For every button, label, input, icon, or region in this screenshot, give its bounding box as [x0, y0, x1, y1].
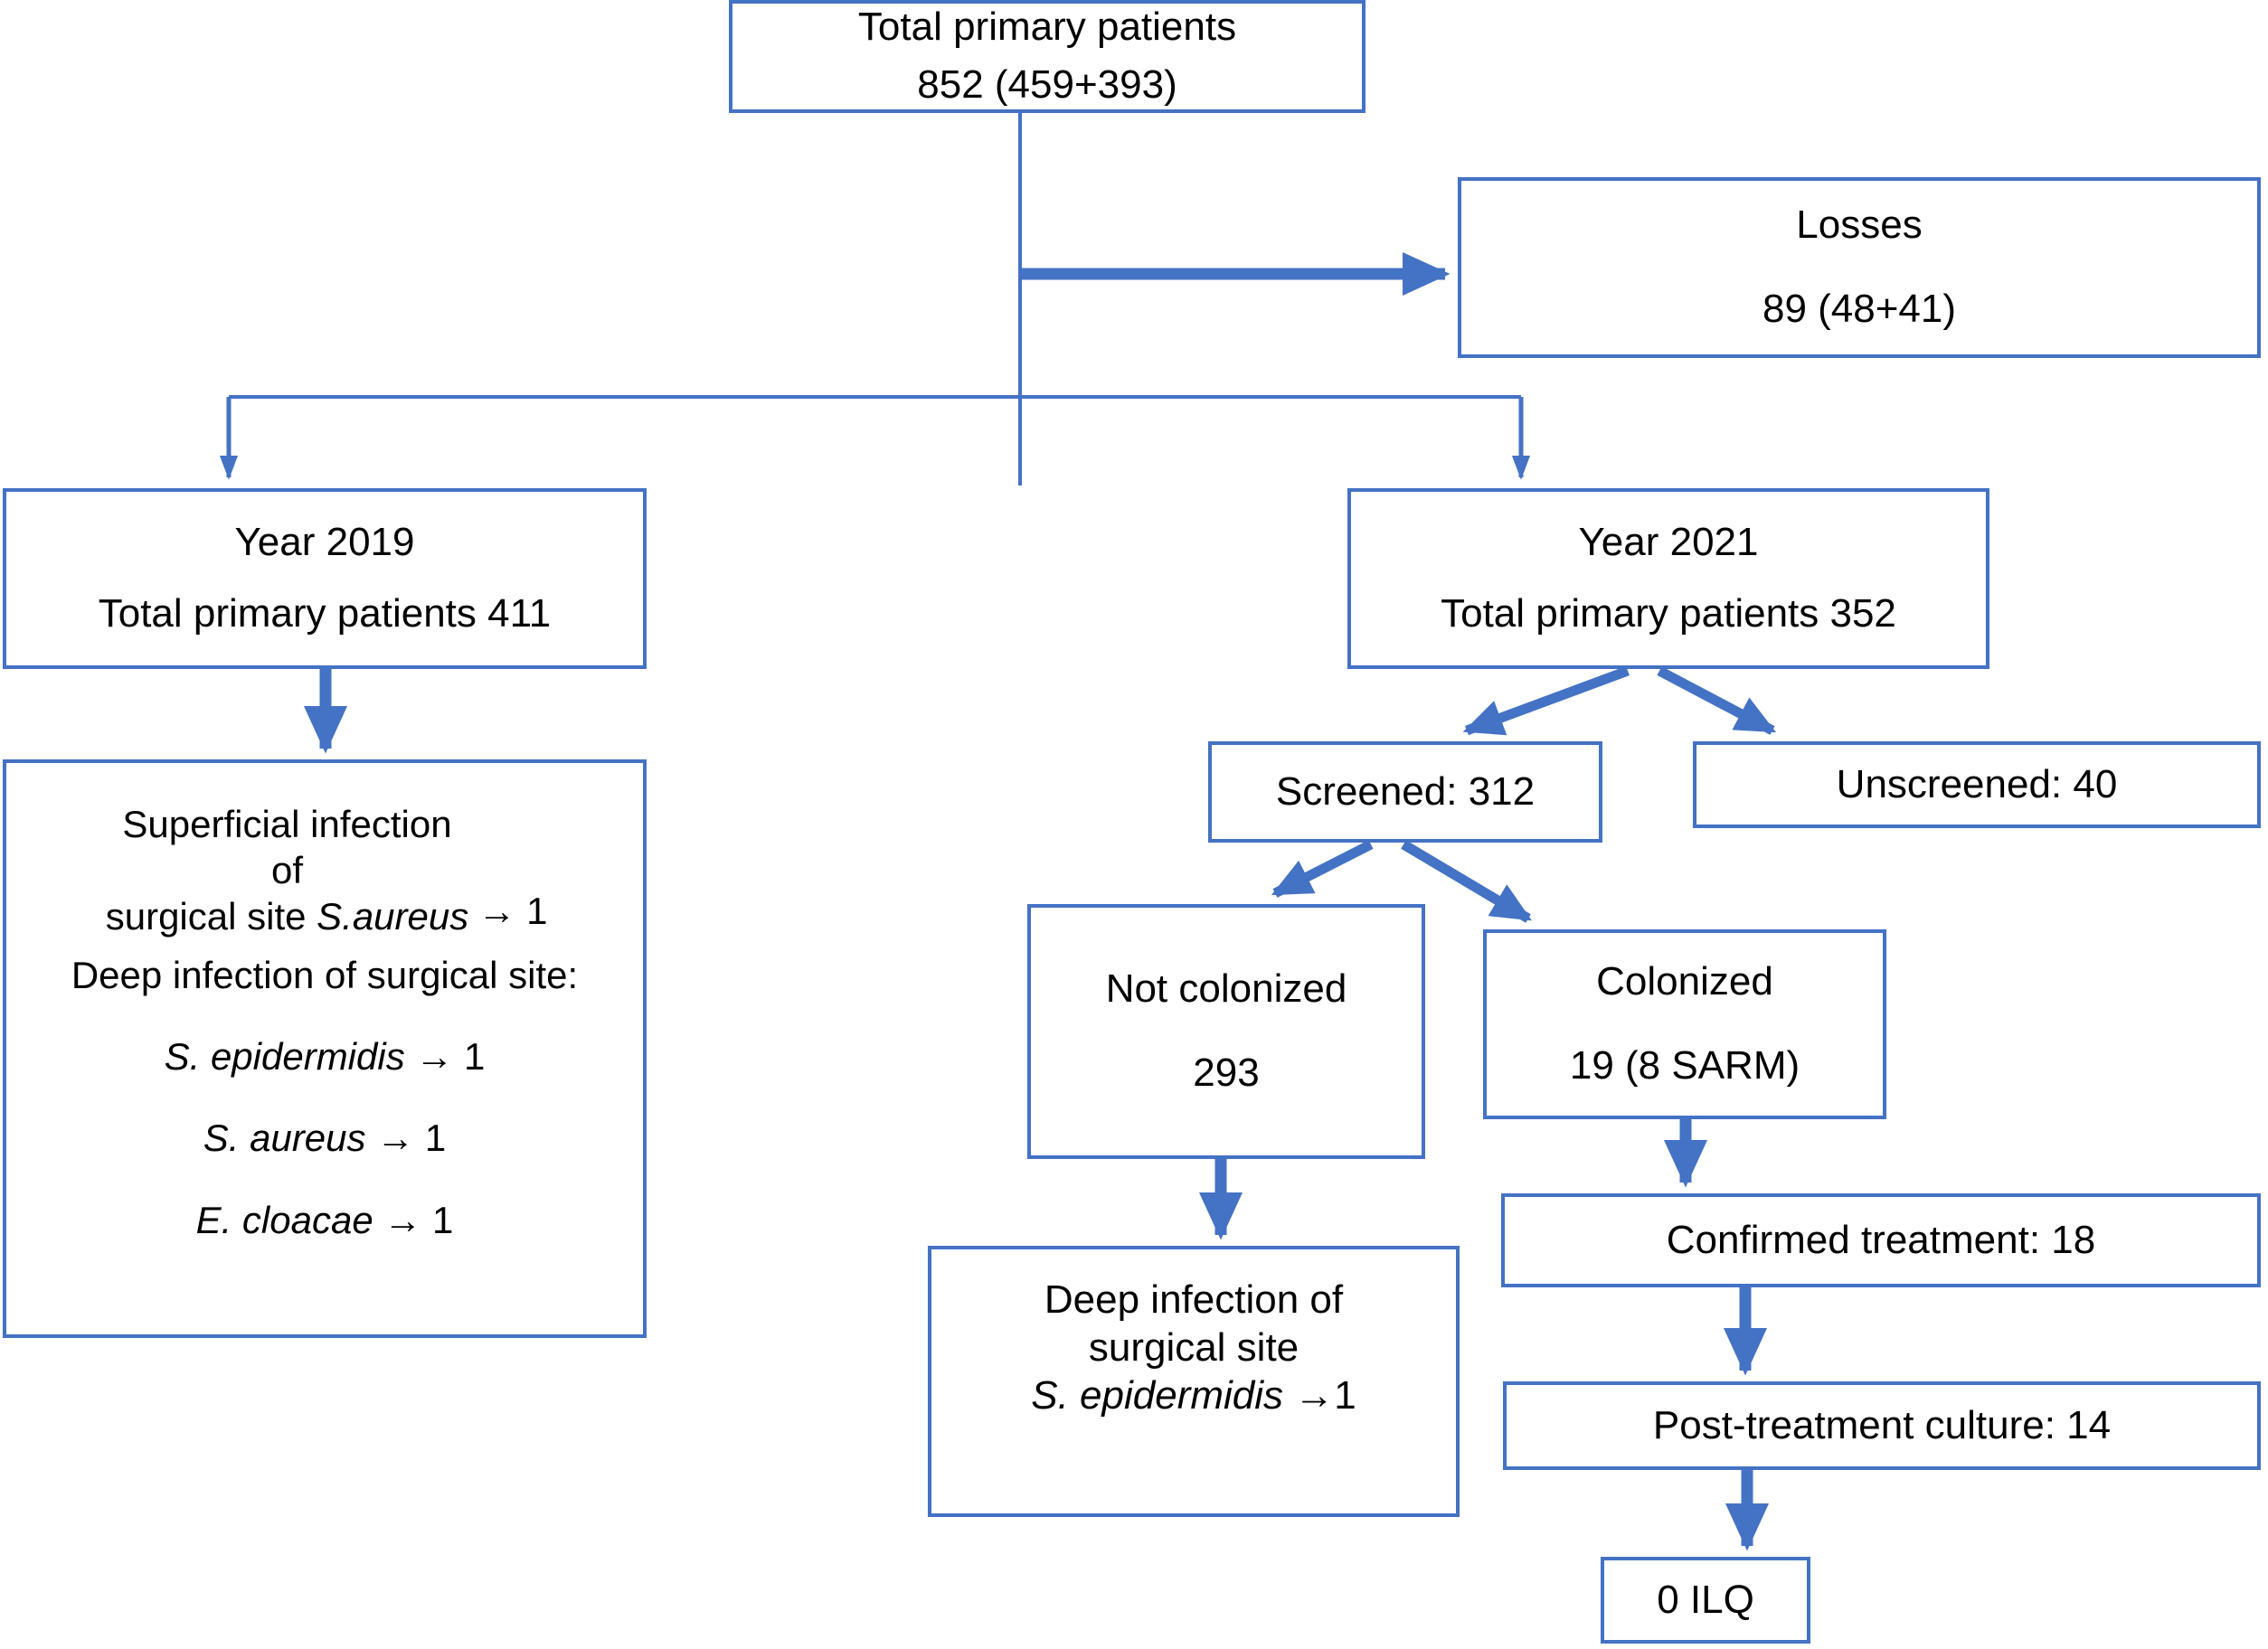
node-year-2019: Year 2019 Total primary patients 411	[3, 488, 647, 669]
node-post-treatment-culture: Post-treatment culture: 14	[1503, 1381, 2261, 1470]
node-unscreened: Unscreened: 40	[1693, 741, 2261, 828]
node-year-2021-line2: Total primary patients 352	[1441, 591, 1896, 636]
deep-infection-line2: surgical site	[1088, 1324, 1299, 1370]
node-colonized-line1: Colonized	[1596, 959, 1773, 1004]
connector-2021-to-unscreened	[1657, 666, 1777, 735]
node-post-treatment-culture-label: Post-treatment culture: 14	[1652, 1402, 2112, 1447]
node-total-primary-patients: Total primary patients 852 (459+393)	[729, 0, 1366, 113]
organism-count: 1	[424, 1117, 447, 1160]
node-losses: Losses 89 (48+41)	[1458, 177, 2261, 358]
organism-arrow: →	[415, 1035, 454, 1079]
node-screened: Screened: 312	[1208, 741, 1602, 843]
organism-row: S. epidermidis → 1	[6, 1034, 643, 1079]
organism-name: S.aureus	[317, 895, 469, 938]
node-confirmed-treatment: Confirmed treatment: 18	[1501, 1193, 2261, 1287]
organism-name: S. aureus	[203, 1117, 366, 1160]
organism-count: 1	[432, 1198, 454, 1241]
node-colonized: Colonized 19 (8 SARM)	[1483, 929, 1886, 1119]
node-total-line1: Total primary patients	[857, 5, 1237, 49]
node-losses-line2: 89 (48+41)	[1762, 287, 1957, 331]
deep-infection-organism-row: S. epidermidis →1	[931, 1372, 1456, 1420]
node-year-2019-line1: Year 2019	[234, 520, 415, 565]
node-ilq-label: 0 ILQ	[1657, 1577, 1754, 1622]
node-unscreened-label: Unscreened: 40	[1836, 761, 2118, 806]
deep-infection-heading: Deep infection of surgical site:	[71, 953, 579, 996]
node-screened-label: Screened: 312	[1275, 768, 1536, 814]
node-deep-infection-2021: Deep infection of surgical site S. epide…	[928, 1246, 1460, 1517]
superficial-infection-site: surgical site	[105, 895, 317, 938]
superficial-infection-text: Superficial infection of	[122, 803, 452, 892]
organism-name: S. epidermidis	[164, 1035, 405, 1079]
superficial-infection-arrow-count: → 1	[477, 890, 548, 933]
node-year-2019-line2: Total primary patients 411	[98, 591, 552, 636]
node-not-colonized-line2: 293	[1193, 1051, 1260, 1095]
organism-arrow: →	[383, 1198, 422, 1241]
node-year-2021-line1: Year 2021	[1578, 520, 1759, 565]
node-losses-line1: Losses	[1796, 203, 1923, 248]
node-not-colonized-line1: Not colonized	[1105, 966, 1347, 1012]
organism-name: S. epidermidis	[1031, 1372, 1284, 1418]
node-ilq: 0 ILQ	[1601, 1557, 1810, 1644]
node-year-2019-infections: Superficial infection of surgical site S…	[3, 759, 647, 1338]
node-colonized-line2: 19 (8 SARM)	[1569, 1043, 1800, 1088]
organism-arrow-count: →1	[1294, 1372, 1356, 1418]
organism-count: 1	[464, 1035, 486, 1079]
organism-name: E. cloacae	[195, 1198, 373, 1241]
organism-arrow: →	[376, 1117, 415, 1160]
node-not-colonized: Not colonized 293	[1027, 904, 1425, 1159]
superficial-infection-row: Superficial infection of surgical site S…	[6, 801, 643, 940]
node-year-2021: Year 2021 Total primary patients 352	[1347, 488, 1989, 669]
connector-2021-to-screened	[1462, 665, 1630, 736]
superficial-infection-label: Superficial infection of surgical site S…	[101, 801, 472, 940]
node-confirmed-treatment-label: Confirmed treatment: 18	[1666, 1217, 2096, 1262]
deep-infection-line1: Deep infection of	[1044, 1277, 1344, 1322]
node-total-line2: 852 (459+393)	[917, 62, 1177, 108]
connector-screened-to-not-colonized	[1271, 840, 1374, 898]
organism-row: E. cloacae → 1	[6, 1198, 643, 1243]
organism-row: S. aureus → 1	[6, 1116, 643, 1161]
